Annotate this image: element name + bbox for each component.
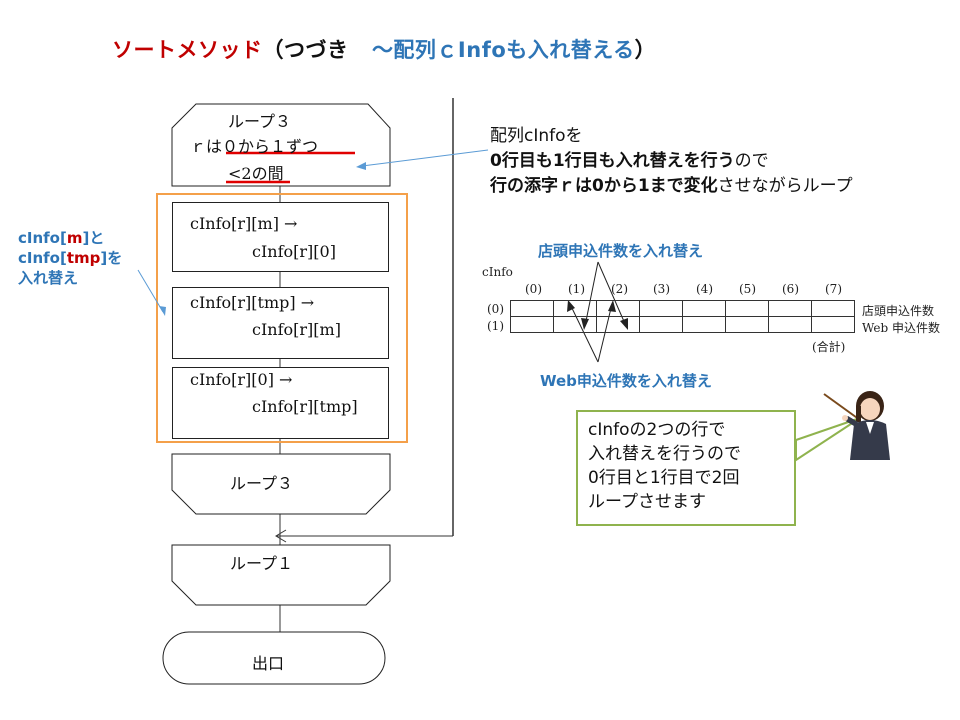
title-part-blue: ～配列ｃInfoも入れ替える <box>371 38 635 62</box>
note-line-1: 配列cInfoを <box>490 126 583 146</box>
callout-line: ループさせます <box>588 492 706 512</box>
exit-shape <box>162 631 386 685</box>
box3-line2: cInfo[r][tmp] <box>252 397 358 416</box>
loop3-start-shape <box>171 103 391 187</box>
loop3-end-label: ループ３ <box>230 474 294 493</box>
table-cell <box>768 300 812 317</box>
process-box-3 <box>172 367 389 439</box>
table-cell <box>639 300 683 317</box>
loop3-start-condition: ｒは０から１ずつ <box>190 137 319 156</box>
side-label: cInfo[m]と cInfo[tmp]を 入れ替え <box>18 229 123 287</box>
box2-line2: cInfo[r][m] <box>252 320 341 339</box>
title-part-black: （つづき <box>262 38 349 62</box>
note-line-3: 行の添字ｒは0から1まで変化させながらループ <box>490 176 853 196</box>
row-header: (0) <box>487 302 504 316</box>
row-label: Web 申込件数 <box>862 321 940 335</box>
presenter-icon <box>823 391 890 460</box>
table-cell <box>510 300 554 317</box>
loop3-end-shape <box>171 453 391 515</box>
process-box-1 <box>172 202 389 272</box>
table-cell <box>682 300 726 317</box>
note-arrow-line <box>361 149 489 167</box>
table-cell <box>725 316 769 333</box>
loop1-end-shape <box>171 544 391 606</box>
orange-highlight-frame <box>156 193 408 443</box>
table-bottom-label: Web申込件数を入れ替え <box>540 372 712 390</box>
table-bottom-arrow-left <box>569 303 599 363</box>
table-top-label: 店頭申込件数を入れ替え <box>538 242 704 260</box>
table-cell <box>553 300 597 317</box>
loop1-end-label: ループ１ <box>230 554 294 573</box>
title-part-close: ） <box>634 38 657 62</box>
row-header: (1) <box>487 319 504 333</box>
table-cell <box>682 316 726 333</box>
col-header: (2) <box>611 282 628 296</box>
note-arrowhead <box>356 162 366 170</box>
table-top-arrow-left <box>584 261 599 327</box>
table-cell <box>639 316 683 333</box>
col-header: (1) <box>568 282 585 296</box>
side-arrow-line <box>137 269 164 313</box>
box3-line1: cInfo[r][0] → <box>190 370 293 389</box>
callout-line: 入れ替えを行うので <box>588 444 741 464</box>
col-header: (0) <box>525 282 542 296</box>
col-header: (7) <box>825 282 842 296</box>
box1-line1: cInfo[r][m] → <box>190 214 298 233</box>
row-label: 店頭申込件数 <box>862 304 935 318</box>
table-bottom-arrow-right <box>597 303 613 363</box>
table-cell <box>811 300 855 317</box>
box1-line2: cInfo[r][0] <box>252 242 336 261</box>
callout-pointer <box>795 417 861 462</box>
callout-line: cInfoの2つの行で <box>588 420 726 440</box>
callout-line: 0行目と1行目で2回 <box>588 468 740 488</box>
process-box-2 <box>172 287 389 359</box>
table-cell <box>811 316 855 333</box>
col-header: (3) <box>653 282 670 296</box>
note-line-2: 0行目も1行目も入れ替えを行うので <box>490 151 769 171</box>
col-header: (5) <box>739 282 756 296</box>
loop3-start-title: ループ３ <box>228 112 292 131</box>
table-cell <box>768 316 812 333</box>
exit-label: 出口 <box>252 654 285 673</box>
side-arrowhead <box>159 306 166 316</box>
loop3-start-limit: <2の間 <box>228 164 284 183</box>
table-top-arrow-right <box>597 261 627 327</box>
table-cell <box>553 316 597 333</box>
total-label: (合計) <box>812 340 846 354</box>
flow-return-arrowhead <box>275 529 287 543</box>
table-cell <box>596 316 640 333</box>
slide-title: ソートメソッド（つづき ～配列ｃInfoも入れ替える） <box>112 34 656 64</box>
table-cell <box>725 300 769 317</box>
table-name: cInfo <box>482 265 513 279</box>
col-header: (4) <box>696 282 713 296</box>
box2-line1: cInfo[r][tmp] → <box>190 293 315 312</box>
title-part-red: ソートメソッド <box>112 38 263 62</box>
col-header: (6) <box>782 282 799 296</box>
callout-box: cInfoの2つの行で 入れ替えを行うので 0行目と1行目で2回 ループさせます <box>576 410 796 526</box>
table-cell <box>510 316 554 333</box>
table-cell <box>596 300 640 317</box>
